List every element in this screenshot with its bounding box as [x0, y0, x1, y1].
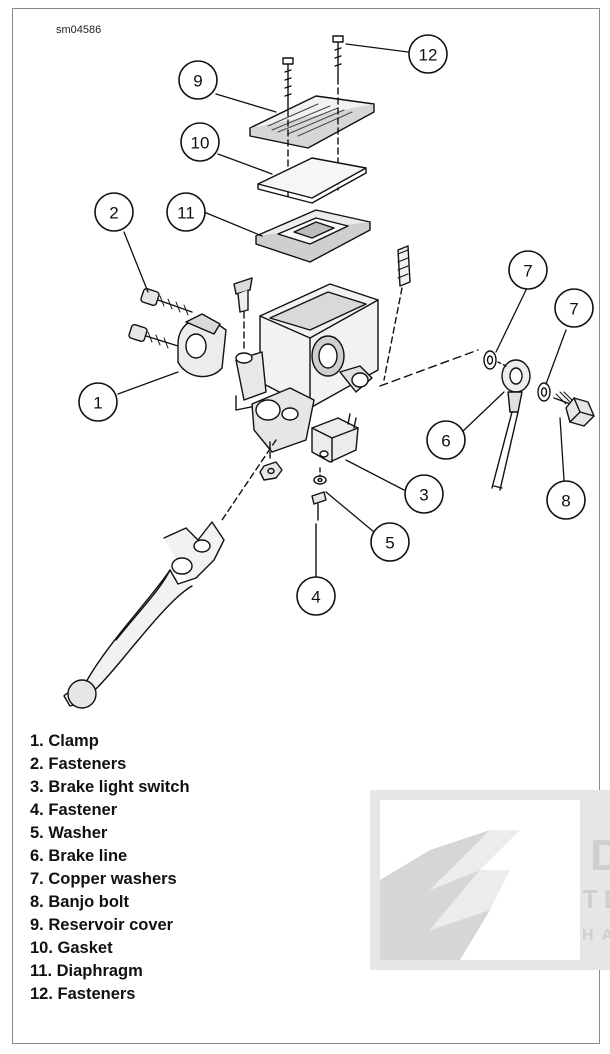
part-master-cylinder [235, 283, 379, 453]
legend-number: 1. [30, 732, 44, 750]
svg-text:9: 9 [193, 72, 202, 91]
legend-label: Washer [48, 824, 108, 842]
svg-text:12: 12 [419, 46, 438, 65]
figure-id: sm04586 [56, 24, 102, 36]
callout-1: 1 [78, 382, 118, 422]
watermark-logo: D TE HA [370, 790, 610, 970]
legend-label: Clamp [48, 732, 99, 750]
callout-2: 2 [94, 192, 134, 232]
svg-text:7: 7 [523, 262, 532, 281]
svg-text:6: 6 [441, 432, 450, 451]
callout-6: 6 [426, 420, 466, 460]
legend-item: 9. Reservoir cover [30, 914, 190, 937]
callout-7-left: 7 [508, 250, 548, 290]
part-reservoir-cover [249, 95, 375, 149]
legend-item: 3. Brake light switch [30, 776, 190, 799]
legend-label: Fasteners [48, 755, 127, 773]
part-clamp [177, 313, 227, 378]
part-brake-line [491, 359, 531, 491]
svg-text:4: 4 [311, 588, 320, 607]
watermark-text-2: TE [582, 884, 610, 914]
legend-item: 4. Fastener [30, 799, 190, 822]
part-fasteners-2 [128, 287, 193, 349]
svg-text:8: 8 [561, 492, 570, 511]
legend-item: 7. Copper washers [30, 868, 190, 891]
part-brake-light-switch [311, 413, 359, 463]
part-washer-5 [313, 475, 327, 485]
svg-text:11: 11 [177, 204, 195, 223]
part-fastener-4 [311, 491, 327, 583]
part-pivot-pin [233, 277, 253, 351]
legend-item: 11. Diaphragm [30, 960, 190, 983]
callout-4: 4 [296, 576, 336, 616]
legend-label: Gasket [57, 939, 113, 957]
legend-number: 5. [30, 824, 44, 842]
callout-5: 5 [370, 522, 410, 562]
parts-legend: 1. Clamp 2. Fasteners 3. Brake light swi… [30, 730, 190, 1006]
legend-item: 1. Clamp [30, 730, 190, 753]
svg-text:5: 5 [385, 534, 394, 553]
legend-number: 10. [30, 939, 53, 957]
part-bleed-bolt [383, 245, 411, 381]
part-copper-washer-right [537, 382, 551, 402]
part-lever-nut [259, 461, 283, 481]
legend-item: 5. Washer [30, 822, 190, 845]
callout-9: 9 [178, 60, 218, 100]
legend-item: 8. Banjo bolt [30, 891, 190, 914]
legend-item: 10. Gasket [30, 937, 190, 960]
legend-label: Reservoir cover [48, 916, 174, 934]
legend-label: Diaphragm [56, 962, 143, 980]
legend-number: 2. [30, 755, 44, 773]
legend-number: 6. [30, 847, 44, 865]
legend-label: Banjo bolt [48, 893, 130, 911]
callout-3: 3 [404, 474, 444, 514]
legend-number: 9. [30, 916, 44, 934]
legend-label: Fastener [48, 801, 118, 819]
part-banjo-bolt [553, 391, 595, 427]
svg-text:10: 10 [191, 134, 210, 153]
legend-number: 4. [30, 801, 44, 819]
callout-8: 8 [546, 480, 586, 520]
legend-item: 2. Fasteners [30, 753, 190, 776]
part-copper-washer-left [483, 350, 497, 370]
watermark-text-3: HA [582, 927, 610, 944]
legend-label: Brake light switch [48, 778, 190, 796]
legend-number: 7. [30, 870, 44, 888]
svg-text:1: 1 [93, 394, 102, 413]
leader-lines [117, 43, 567, 581]
legend-item: 6. Brake line [30, 845, 190, 868]
svg-text:7: 7 [569, 300, 578, 319]
legend-number: 12. [30, 985, 53, 1003]
legend-number: 3. [30, 778, 44, 796]
legend-label: Fasteners [57, 985, 136, 1003]
legend-item: 12. Fasteners [30, 983, 190, 1006]
part-gasket [257, 157, 367, 204]
callout-11: 11 [166, 192, 206, 232]
callout-10: 10 [180, 122, 220, 162]
legend-label: Brake line [48, 847, 128, 865]
watermark-text-1: D [590, 831, 610, 880]
part-brake-lever [63, 521, 225, 709]
legend-label: Copper washers [48, 870, 177, 888]
legend-number: 11. [30, 962, 53, 980]
exploded-diagram: 9 10 11 12 2 1 3 5 4 6 7 7 8 [63, 34, 595, 709]
callout-7-right: 7 [554, 288, 594, 328]
svg-text:2: 2 [109, 204, 118, 223]
svg-text:3: 3 [419, 486, 428, 505]
legend-number: 8. [30, 893, 44, 911]
part-diaphragm [255, 209, 371, 263]
part-fasteners-12 [282, 35, 344, 111]
callout-12: 12 [408, 34, 448, 74]
